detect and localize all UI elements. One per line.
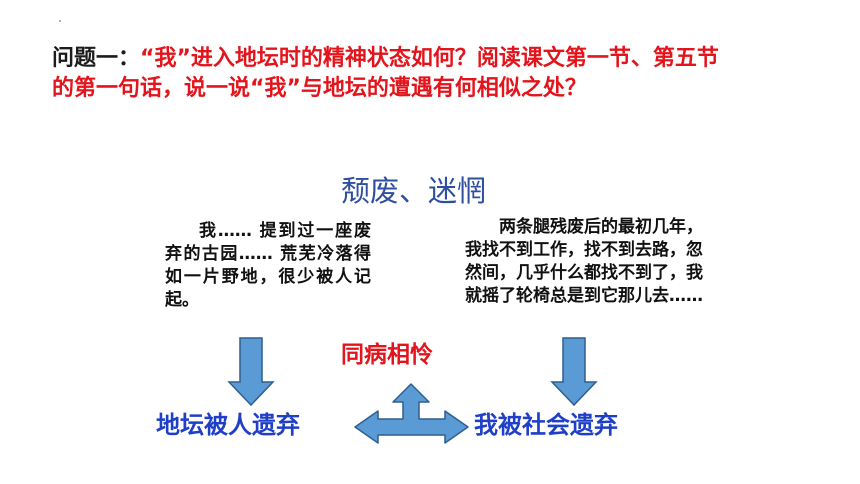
quote-author-wheelchair: 两条腿残废后的最初几年，我找不到工作，找不到去路，忽然间，几乎什么都找不到了，我… <box>465 217 703 306</box>
shared-fate-label: 同病相怜 <box>341 342 433 368</box>
question-text: “我”进入地坛时的精神状态如何？阅读课文第一节、第五节的第一句话，说一说“我”与… <box>52 46 719 101</box>
question-label: 问题一： <box>52 46 141 71</box>
down-arrow-left <box>227 337 275 407</box>
down-arrow-right <box>550 337 598 407</box>
mental-state-heading: 颓废、迷惘 <box>341 174 487 208</box>
ditan-abandoned-label: 地坛被人遗弃 <box>156 411 300 439</box>
quote-ditan-abandoned: 我…… 提到过一座废弃的古园…… 荒芜冷落得如一片野地，很少被人记起。 <box>165 221 371 310</box>
decorative-dot <box>59 20 61 22</box>
question-prompt: 问题一：“我”进入地坛时的精神状态如何？阅读课文第一节、第五节的第一句话，说一说… <box>52 44 722 104</box>
three-way-arrow <box>354 383 469 444</box>
self-abandoned-label: 我被社会遗弃 <box>474 411 618 439</box>
